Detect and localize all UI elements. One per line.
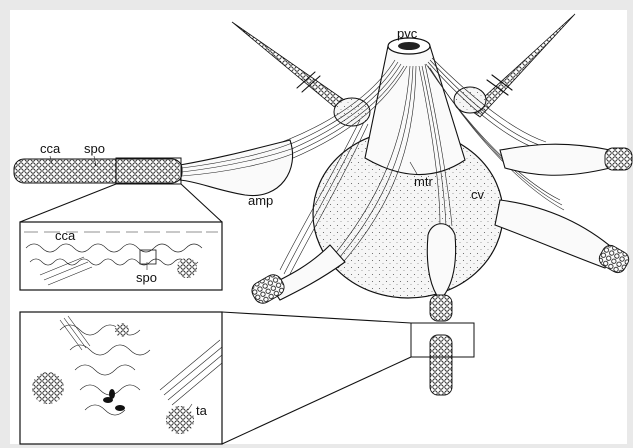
label-spo-top: spo [84,141,105,156]
bulge-left [334,98,370,126]
label-cv: cv [471,187,485,202]
label-mtr: mtr [414,174,433,189]
central-axopod [427,224,455,395]
label-cca-inset: cca [55,228,76,243]
label-cca-top: cca [40,141,61,156]
label-ta: ta [196,403,208,418]
left-spine [14,158,182,184]
label-spo-inset: spo [136,270,157,285]
inset-axoneme [20,312,222,444]
inset-cortex [20,222,222,290]
label-pvc: pvc [397,26,418,41]
label-amp: amp [248,193,273,208]
